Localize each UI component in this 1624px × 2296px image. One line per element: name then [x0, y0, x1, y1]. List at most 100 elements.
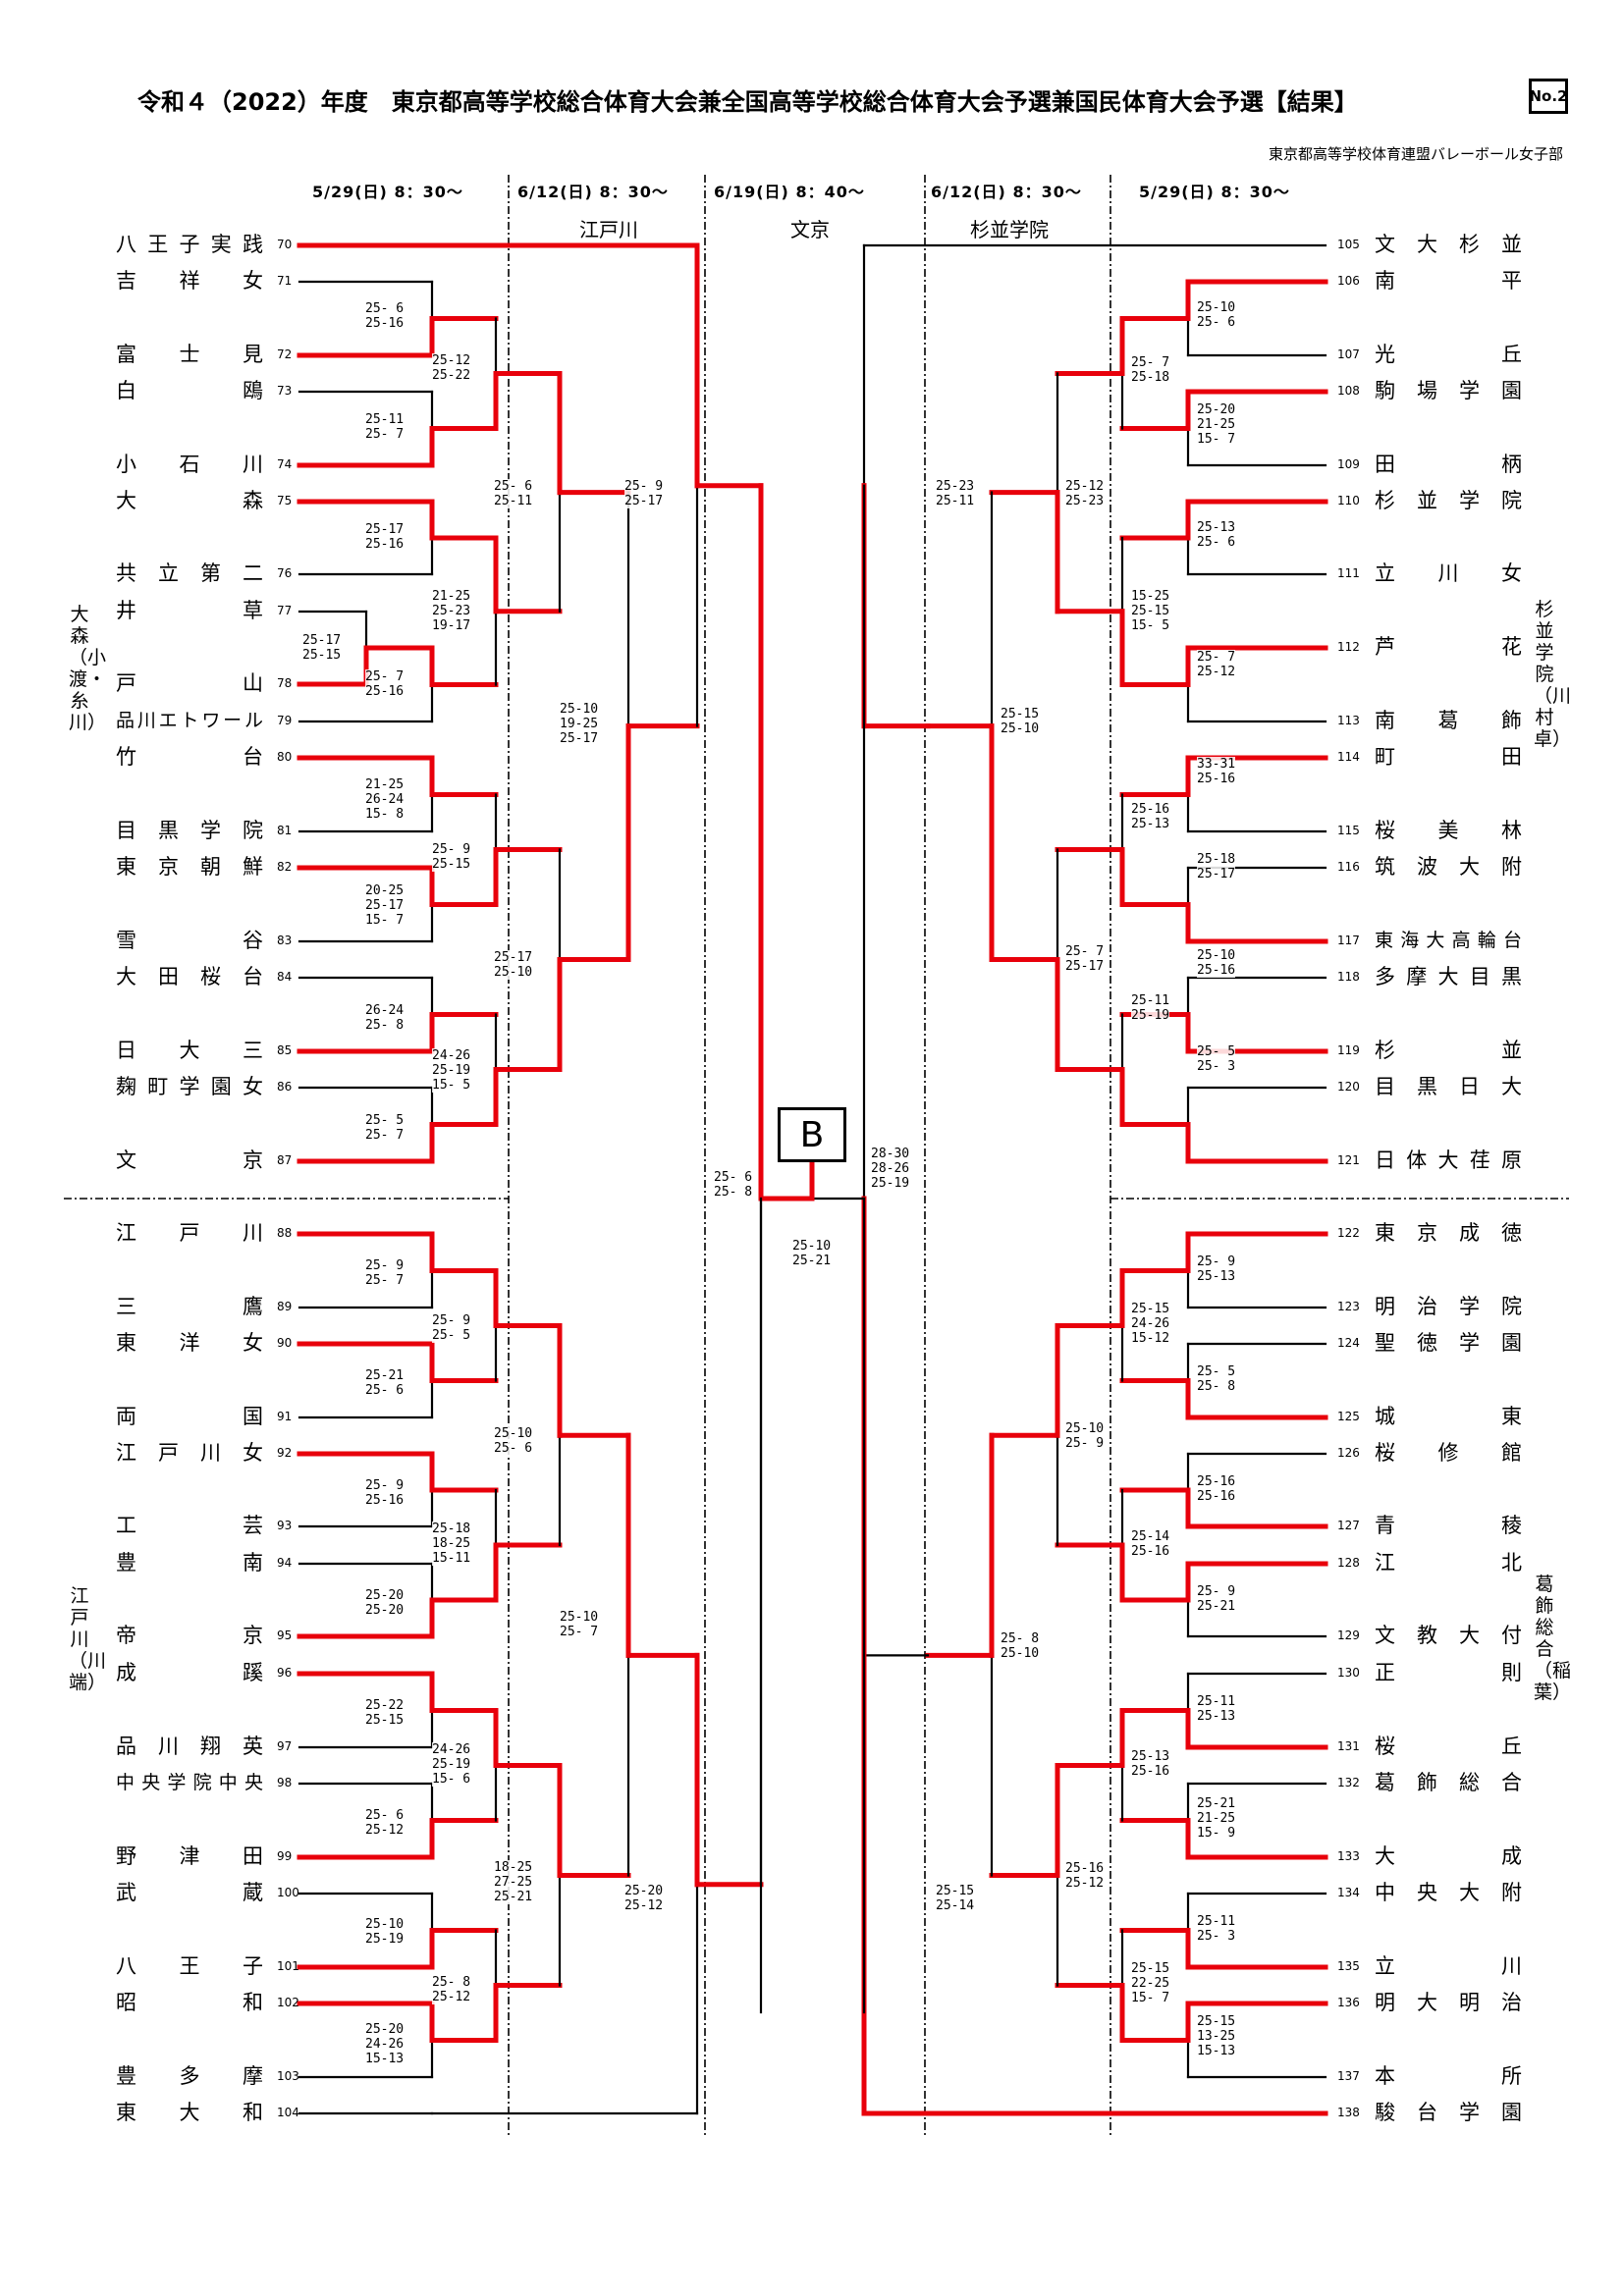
match-score: 25- 7 25-17 — [1065, 944, 1105, 974]
match-score: 25- 9 25-13 — [1197, 1255, 1236, 1284]
team-name: 東海大高輪台 — [1375, 927, 1522, 954]
team-name-char: 大 — [1501, 1075, 1522, 1098]
team-name: 中央学院中央 — [116, 1769, 263, 1796]
match-score: 25- 9 25-21 — [1197, 1584, 1236, 1614]
match-score: 25-12 25-22 — [432, 353, 471, 383]
team-name-char: 東 — [1375, 930, 1394, 951]
team-name-char: 女 — [243, 1331, 263, 1355]
match-score: 25-10 25- 6 — [1197, 300, 1236, 330]
team-seed-number: 130 — [1337, 1666, 1360, 1680]
team-seed-number: 137 — [1337, 2069, 1360, 2083]
team-name-char: 祥 — [179, 269, 200, 293]
team-name-char: 大 — [179, 2101, 200, 2124]
team-name-char: 筑 — [1375, 855, 1395, 879]
team-name-char: 山 — [243, 671, 263, 695]
team-name-char: 品 — [116, 1735, 136, 1758]
team-name-char: 帝 — [116, 1624, 136, 1647]
team-name: 聖徳学園 — [1375, 1329, 1522, 1357]
team-name-char: 津 — [179, 1844, 200, 1868]
team-name: 両国 — [116, 1403, 263, 1430]
team-name-char: 摩 — [1406, 965, 1428, 988]
team-name: 八王子実践 — [116, 231, 263, 258]
team-name-char: ル — [244, 710, 263, 731]
team-name-char: 川 — [243, 453, 263, 476]
match-score: 25-15 25-10 — [1001, 707, 1040, 736]
team-name-char: 田 — [158, 965, 179, 988]
team-name-char: 平 — [1501, 269, 1522, 293]
team-seed-number: 115 — [1337, 824, 1360, 837]
team-name-char: 北 — [1501, 1551, 1522, 1575]
team-name: 目黒日大 — [1375, 1073, 1522, 1100]
team-seed-number: 99 — [277, 1849, 293, 1863]
team-name-char: 林 — [1501, 819, 1522, 842]
team-seed-number: 118 — [1337, 970, 1360, 984]
team-seed-number: 122 — [1337, 1226, 1360, 1240]
team-name: 中央大附 — [1375, 1879, 1522, 1906]
match-score: 21-25 26-24 15- 8 — [365, 777, 405, 822]
team-seed-number: 81 — [277, 824, 293, 837]
match-score: 25-10 19-25 25-17 — [560, 702, 599, 746]
team-seed-number: 80 — [277, 750, 293, 764]
venue-col2: 江戸川 — [579, 218, 638, 241]
team-name-char: 成 — [1501, 1844, 1522, 1868]
team-name-char: 南 — [243, 1551, 263, 1575]
team-name-char: 女 — [243, 269, 263, 293]
team-name-char: 飾 — [1501, 709, 1522, 732]
team-seed-number: 70 — [277, 238, 293, 251]
team-name-char: 文 — [1375, 233, 1395, 256]
team-name-char: 成 — [116, 1661, 136, 1684]
team-name-char: 大 — [1426, 930, 1445, 951]
team-name-char: 葛 — [1375, 1771, 1395, 1794]
team-name: 光丘 — [1375, 341, 1522, 368]
team-name-char: 日 — [1459, 1075, 1480, 1098]
team-name-char: 町 — [1375, 745, 1395, 769]
team-name-char: 大 — [1437, 1148, 1459, 1172]
team-seed-number: 113 — [1337, 714, 1360, 727]
match-score: 25-13 25- 6 — [1197, 520, 1236, 550]
match-score: 25-20 21-25 15- 7 — [1197, 402, 1236, 447]
team-name-char: 文 — [1375, 1624, 1395, 1647]
team-name-char: 英 — [243, 1735, 263, 1758]
team-name-char: 南 — [1375, 709, 1395, 732]
team-seed-number: 103 — [277, 2069, 299, 2083]
team-name-char: 日 — [116, 1039, 136, 1062]
team-name-char: 和 — [243, 2101, 263, 2124]
schedule-date-col3: 6/19(日) 8：40～ — [714, 183, 865, 201]
team-name-char: 麹 — [116, 1075, 136, 1098]
team-seed-number: 110 — [1337, 494, 1360, 507]
team-seed-number: 135 — [1337, 1959, 1360, 1973]
schedule-date-col1: 5/29(日) 8：30～ — [312, 183, 463, 201]
team-seed-number: 134 — [1337, 1886, 1360, 1899]
match-score: 25- 6 25-12 — [365, 1808, 405, 1838]
match-score: 25- 5 25- 8 — [1197, 1364, 1236, 1394]
team-name-char: 井 — [116, 599, 136, 622]
team-seed-number: 97 — [277, 1739, 293, 1753]
team-name-char: 杉 — [1459, 233, 1480, 256]
team-seed-number: 92 — [277, 1446, 293, 1460]
team-name-char: 白 — [116, 379, 136, 402]
team-name-char: 明 — [1375, 1991, 1395, 2014]
team-name-char: 波 — [1417, 855, 1437, 879]
team-name-char: 田 — [243, 1844, 263, 1868]
team-seed-number: 77 — [277, 604, 293, 617]
team-name-char: 見 — [243, 343, 263, 366]
team-name-char: 南 — [1375, 269, 1395, 293]
team-name-char: 飾 — [1417, 1771, 1437, 1794]
team-name-char: 蹊 — [243, 1661, 263, 1684]
team-name: 戸山 — [116, 669, 263, 697]
team-seed-number: 95 — [277, 1629, 293, 1642]
team-name-char: 多 — [1375, 965, 1395, 988]
team-name: 正則 — [1375, 1659, 1522, 1686]
team-name-char: 黒 — [1417, 1075, 1437, 1098]
team-seed-number: 72 — [277, 347, 293, 361]
team-name-char: 院 — [1501, 1295, 1522, 1318]
team-name-char: 園 — [1501, 379, 1522, 402]
team-name: 青稜 — [1375, 1512, 1522, 1539]
team-seed-number: 116 — [1337, 860, 1360, 874]
team-name: 文教大付 — [1375, 1622, 1522, 1649]
match-score: 25-21 25- 6 — [365, 1368, 405, 1398]
team-seed-number: 124 — [1337, 1336, 1360, 1350]
team-name-char: 桜 — [1375, 1441, 1395, 1465]
team-name: 八王子 — [116, 1952, 263, 1980]
match-score: 25- 5 25- 3 — [1197, 1044, 1236, 1074]
